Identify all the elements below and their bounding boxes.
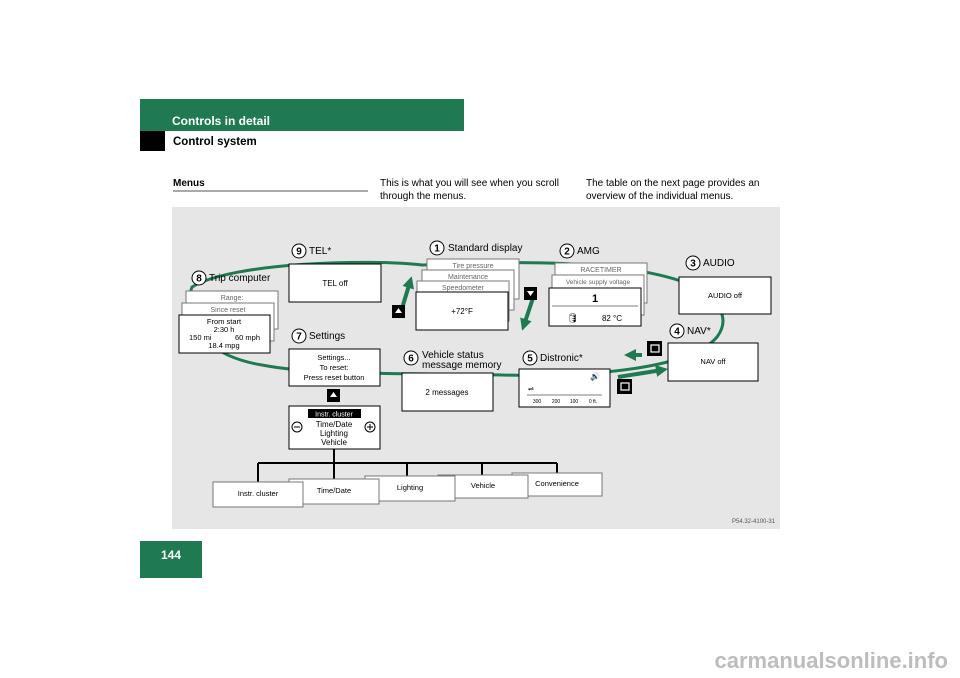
page-number-box: 144 <box>140 541 202 578</box>
figure-reference: P54.32-4100-31 <box>732 519 776 525</box>
svg-text:Speedometer: Speedometer <box>442 285 485 292</box>
svg-text:Trip computer: Trip computer <box>209 273 271 284</box>
settings-screen: Settings... To reset: Press reset button <box>288 348 381 387</box>
callout-1: 1 Standard display <box>429 240 523 256</box>
svg-text:To reset:: To reset: <box>320 363 349 372</box>
svg-text:Vehicle: Vehicle <box>321 438 347 447</box>
svg-text:+72°F: +72°F <box>451 307 473 316</box>
svg-text:300: 300 <box>533 399 542 405</box>
tel-screen: TEL off <box>288 263 382 303</box>
speaker-icon: 🔊 <box>590 371 600 381</box>
svg-text:AUDIO off: AUDIO off <box>708 291 743 300</box>
svg-text:Tire pressure: Tire pressure <box>453 263 494 270</box>
svg-text:Press reset button: Press reset button <box>304 373 365 382</box>
svg-text:AUDIO: AUDIO <box>703 258 735 269</box>
svg-text:3: 3 <box>690 259 696 270</box>
svg-text:TEL off: TEL off <box>322 279 348 288</box>
svg-text:150 mi: 150 mi <box>189 333 212 342</box>
trip-computer-stack: Range: Since reset From start 2:30 h 150… <box>178 290 279 354</box>
callout-2: 2 AMG <box>559 243 600 259</box>
svg-text:1: 1 <box>592 293 598 305</box>
svg-text:From start: From start <box>207 317 242 326</box>
page-button-icon <box>647 341 662 356</box>
scroll-up-button-icon <box>327 389 340 402</box>
svg-text:Lighting: Lighting <box>320 429 348 438</box>
header-bar: Controls in detail <box>140 99 464 131</box>
svg-text:82 °C: 82 °C <box>602 314 622 323</box>
submenu-tree <box>257 449 558 482</box>
svg-text:Settings: Settings <box>309 331 345 342</box>
vehicle-status-screen: 2 messages <box>401 372 494 412</box>
svg-text:6: 6 <box>408 354 414 365</box>
svg-text:RACETIMER: RACETIMER <box>580 267 621 274</box>
amg-stack: RACETIMER Vehicle supply voltage 1 🛢 82 … <box>548 262 648 327</box>
instr-cluster-screen: Instr. cluster Time/Date Lighting Vehicl… <box>288 405 381 450</box>
callout-7: 7 Settings <box>291 328 345 344</box>
svg-text:message memory: message memory <box>422 360 501 371</box>
callout-4: 4 NAV* <box>669 323 711 339</box>
audio-screen: AUDIO off <box>678 276 772 315</box>
svg-text:Instr. cluster: Instr. cluster <box>238 489 279 498</box>
svg-text:8: 8 <box>196 274 202 285</box>
svg-text:Lighting: Lighting <box>397 483 423 492</box>
submenu-tabs: Convenience Vehicle Lighting Time/Date I… <box>212 472 603 508</box>
svg-text:NAV off: NAV off <box>700 357 726 366</box>
menu-loop-path <box>187 260 725 377</box>
svg-text:NAV*: NAV* <box>687 326 711 337</box>
svg-text:200: 200 <box>552 399 561 405</box>
callout-6: 6 Vehicle status message memory <box>403 350 501 371</box>
header-marker <box>140 131 165 151</box>
svg-text:0 ft.: 0 ft. <box>589 399 597 405</box>
svg-text:5: 5 <box>527 354 533 365</box>
svg-text:Time/Date: Time/Date <box>316 420 353 429</box>
svg-text:Instr. cluster: Instr. cluster <box>315 412 353 419</box>
svg-text:Vehicle: Vehicle <box>471 481 495 490</box>
svg-text:9: 9 <box>296 247 302 258</box>
svg-text:Settings...: Settings... <box>317 353 350 362</box>
oil-can-icon: 🛢 <box>567 313 578 323</box>
svg-text:4: 4 <box>674 327 680 338</box>
car-icon: ⇌ <box>528 386 534 393</box>
scroll-down-button-icon <box>524 287 537 300</box>
svg-text:2: 2 <box>564 247 570 258</box>
heading-rule <box>173 190 368 192</box>
svg-text:1: 1 <box>434 244 440 255</box>
svg-text:Vehicle status: Vehicle status <box>422 350 484 361</box>
section-subtitle: Control system <box>173 136 257 148</box>
svg-text:Convenience: Convenience <box>535 479 579 488</box>
page-button-icon <box>617 379 632 394</box>
callout-5: 5 Distronic* <box>522 350 583 366</box>
svg-text:2:30 h: 2:30 h <box>214 325 235 334</box>
svg-text:Time/Date: Time/Date <box>317 486 351 495</box>
watermark: carmanualsonline.info <box>714 648 949 673</box>
distronic-screen: 🔊 ⇌ 300 200 100 0 ft. <box>518 368 611 408</box>
svg-text:Maintenance: Maintenance <box>448 274 488 281</box>
menu-diagram: 1 Standard display 2 AMG 3 AUDIO 4 NAV* … <box>172 207 780 529</box>
nav-screen: NAV off <box>667 342 759 382</box>
body-text-col1: This is what you will see when you scrol… <box>380 178 559 202</box>
svg-text:100: 100 <box>570 399 579 405</box>
svg-text:7: 7 <box>296 332 302 343</box>
svg-text:60 mph: 60 mph <box>235 333 260 342</box>
page-number: 144 <box>160 548 182 562</box>
svg-text:Vehicle supply voltage: Vehicle supply voltage <box>566 279 631 286</box>
callout-9: 9 TEL* <box>291 243 331 259</box>
svg-text:Distronic*: Distronic* <box>540 353 583 364</box>
svg-text:Range:: Range: <box>221 295 244 302</box>
svg-text:Standard display: Standard display <box>448 243 523 254</box>
svg-text:Since reset: Since reset <box>210 307 245 314</box>
svg-text:TEL*: TEL* <box>309 246 331 257</box>
menus-heading: Menus <box>173 178 205 189</box>
callout-3: 3 AUDIO <box>685 255 735 271</box>
standard-display-stack: Tire pressure Maintenance Speedometer +7… <box>415 258 520 331</box>
svg-text:AMG: AMG <box>577 246 600 257</box>
scroll-up-button-icon <box>392 305 405 318</box>
header-title: Controls in detail <box>172 114 271 128</box>
svg-text:2 messages: 2 messages <box>425 388 468 397</box>
svg-text:18.4 mpg: 18.4 mpg <box>208 341 239 350</box>
body-text-col2: The table on the next page provides an o… <box>586 178 760 202</box>
callout-8: 8 Trip computer <box>191 270 271 286</box>
